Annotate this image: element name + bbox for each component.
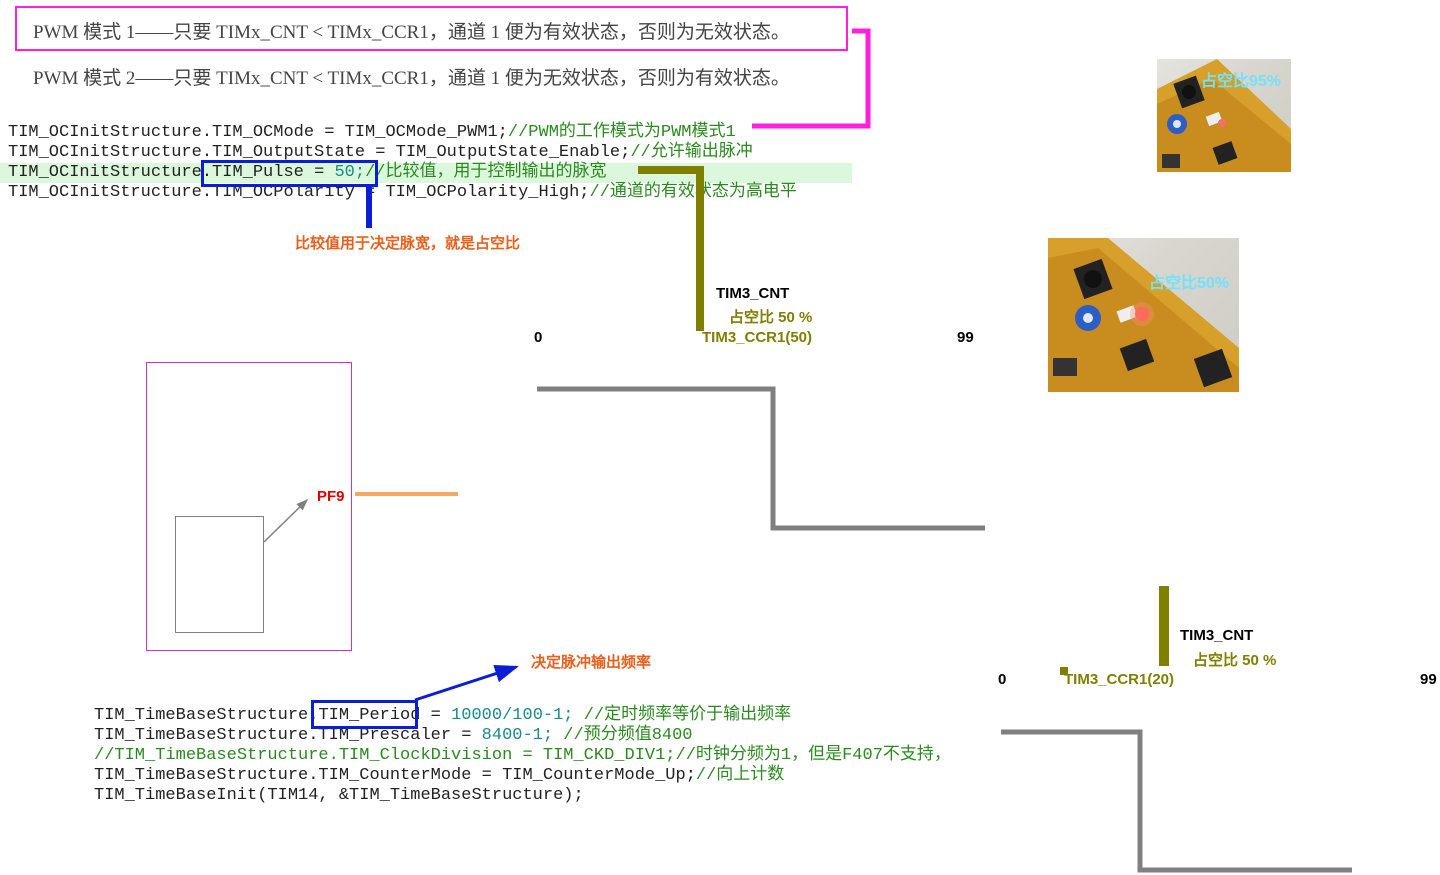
oc-output-code: TIM_OCInitStructure.TIM_OutputState = TI… [8,143,631,162]
top-cnt-label: TIM3_CNT [716,285,790,302]
oc-line-output: TIM_OCInitStructure.TIM_OutputState = TI… [8,143,753,163]
tb-prescaler-comment: //预分频值8400 [553,726,693,745]
time-base-code: TIM_TimeBaseStructure.TIM_Period = 10000… [94,706,974,806]
tb-prescaler-value: 8400-1; [481,726,554,745]
bottom-ccr-bar [1159,586,1169,666]
photo-95-label: 占空比95% [1201,73,1282,90]
oc-pulse-prefix: TIM_OCInitStructure. [8,163,213,182]
board-photo-50: 占空比50% [1048,238,1239,392]
board-outline [146,362,352,651]
pulse-highlight-box [201,160,378,187]
top-ccr-label: TIM3_CCR1(50) [702,329,813,346]
bottom-ccr-label: TIM3_CCR1(20) [1064,671,1175,688]
pwm-mode1-text: PWM 模式 1——只要 TIMx_CNT < TIMx_CCR1，通道 1 便… [33,22,790,43]
tb-countermode-comment: //向上计数 [695,766,785,785]
oc-mode-comment: //PWM的工作模式为PWM模式1 [507,123,736,142]
tb-line-clockdiv: //TIM_TimeBaseStructure.TIM_ClockDivisio… [94,746,951,765]
board-photo-95: 占空比95% [1157,59,1291,172]
oc-pulse-comment: //比较值，用于控制输出的脉宽 [365,163,607,182]
oc-pulse-field: TIM_Pulse [212,163,304,182]
board-photo-50-drawing [1048,238,1239,392]
pwm-mode2-text: PWM 模式 2——只要 TIMx_CNT < TIMx_CCR1，通道 1 便… [33,68,790,89]
oc-pulse-value: 50; [334,163,366,182]
tb-prescaler-code: TIM_TimeBaseStructure.TIM_Prescaler = [94,726,482,745]
oc-line-pulse: TIM_OCInitStructure.TIM_Pulse = 50;//比较值… [8,163,607,183]
tb-period-field: TIM_Period [318,706,421,725]
tb-line-countermode: TIM_TimeBaseStructure.TIM_CounterMode = … [94,766,784,786]
tb-period-value: 10000/100-1; [451,706,574,725]
period-highlight-box [311,700,418,729]
pulse-pointer-line [366,186,372,228]
chip-outline [175,516,264,633]
oc-polarity-comment: //通道的有效状态为高电平 [589,183,797,202]
tb-line-prescaler: TIM_TimeBaseStructure.TIM_Prescaler = 84… [94,726,693,746]
pwm-mode1-box [15,6,848,51]
bottom-start-label: 0 [998,671,1007,688]
tb-period-eq: = [420,706,452,725]
oc-pulse-eq: = [303,163,335,182]
top-duty-label: 占空比 50 % [729,309,813,326]
tb-period-prefix: TIM_TimeBaseStructure. [94,706,319,725]
bottom-duty-label: 占空比 50 % [1193,652,1277,669]
pulse-note: 比较值用于决定脉宽，就是占空比 [295,235,521,252]
tb-countermode-code: TIM_TimeBaseStructure.TIM_CounterMode = … [94,766,696,785]
top-end-label: 99 [957,329,974,346]
period-note: 决定脉冲输出频率 [531,654,652,671]
pin-label: PF9 [317,488,345,505]
oc-line-mode: TIM_OCInitStructure.TIM_OCMode = TIM_OCM… [8,123,736,143]
top-start-label: 0 [534,329,543,346]
tb-line-init: TIM_TimeBaseInit(TIM14, &TIM_TimeBaseStr… [94,786,584,805]
bottom-cnt-label: TIM3_CNT [1180,627,1254,644]
bottom-end-label: 99 [1420,671,1437,688]
oc-output-comment: //允许输出脉冲 [630,143,753,162]
photo-50-label: 占空比50% [1149,275,1230,292]
tb-period-comment: //定时频率等价于输出频率 [573,706,792,725]
oc-mode-code: TIM_OCInitStructure.TIM_OCMode = TIM_OCM… [8,123,508,142]
board-photo-95-drawing [1157,59,1291,172]
bottom-ccr-marker [1060,667,1068,675]
tb-line-period: TIM_TimeBaseStructure.TIM_Period = 10000… [94,706,791,726]
